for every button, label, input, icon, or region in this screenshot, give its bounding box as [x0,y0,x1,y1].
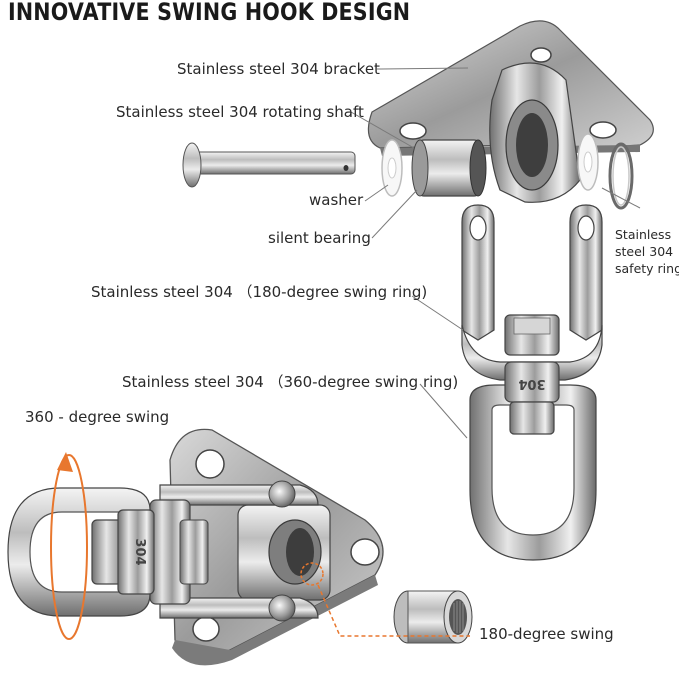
label-washer: washer [309,191,364,209]
label-bracket: Stainless steel 304 bracket [177,60,380,78]
label-safety-ring-line1: Stainless [615,227,672,242]
label-safety-ring-line2: steel 304 [615,243,674,259]
label-safety-ring: Stainless steel 304 safety ring [615,227,679,278]
safety-ring-part [608,142,634,210]
rotating-shaft-part [182,142,356,188]
stamp-304-right: 304 [518,376,545,391]
label-rotating-shaft: Stainless steel 304 rotating shaft [116,103,364,121]
swing-180-indicator [300,562,470,637]
silent-bearing-part [411,139,487,197]
needle-bearing-part [393,590,473,644]
swing-360-indicator [50,452,88,640]
label-safety-ring-line3: safety ring [615,260,679,276]
label-silent-bearing: silent bearing [268,229,371,247]
label-180-swing-ring: Stainless steel 304 （180-degree swing ri… [91,283,428,301]
bracket-part [367,20,654,203]
label-180-degree-swing: 180-degree swing [479,625,614,643]
page-title: INNOVATIVE SWING HOOK DESIGN [8,0,411,26]
stamp-304-left: 304 [132,538,147,565]
swivel-assembly [461,204,603,561]
label-360-degree-swing: 360 - degree swing [25,408,170,426]
label-360-swing-ring: Stainless steel 304 （360-degree swing ri… [122,373,459,391]
leader-lines [350,67,641,439]
assembled-hook [7,428,384,666]
